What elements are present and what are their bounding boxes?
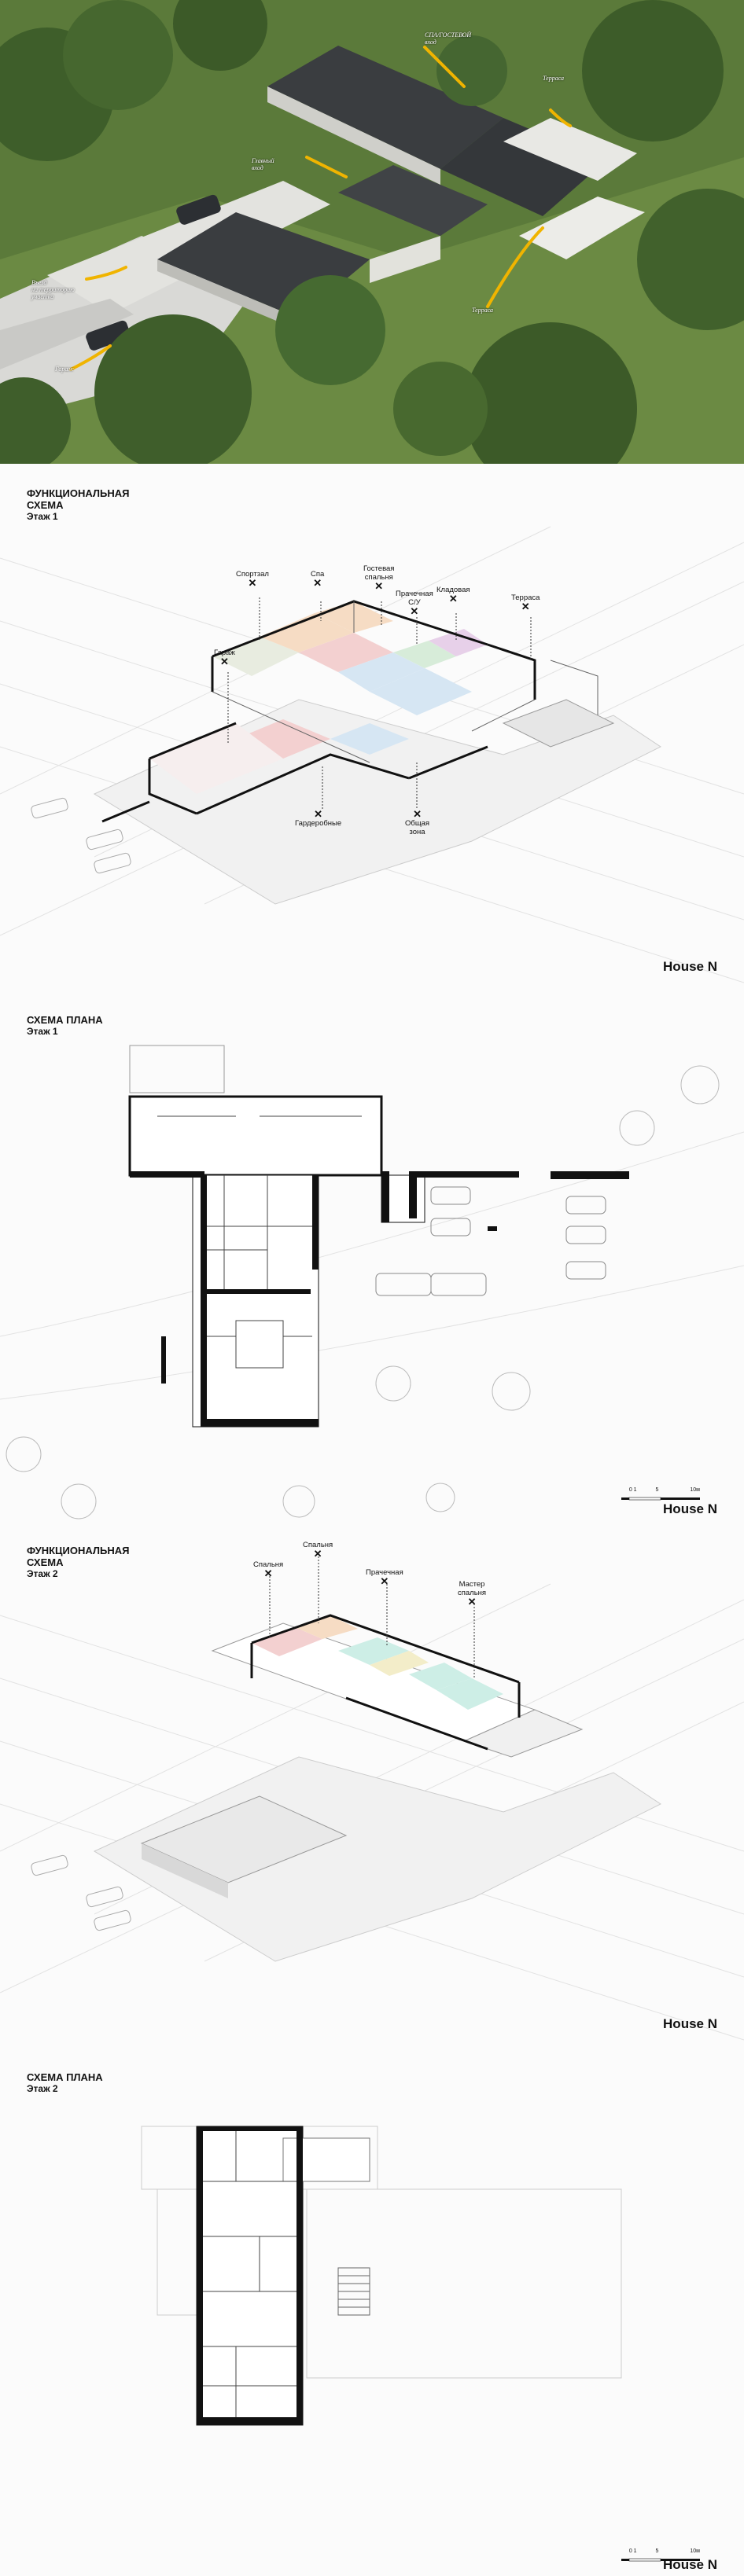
scale-label-5: 5	[655, 2548, 659, 2554]
sheet2-floor: Этаж 1	[27, 1026, 58, 1037]
aerial-label-terrace-bottom: Терраса	[472, 307, 494, 314]
label-laundry-wc: Прачечная С/У✕	[396, 590, 433, 617]
sheet3-title: ФУНКЦИОНАЛЬНАЯ СХЕМА Этаж 2	[27, 1545, 129, 1580]
cross-icon: ✕	[219, 656, 229, 667]
label-terrace: Терраса✕	[511, 593, 540, 612]
sheet4-title: СХЕМА ПЛАНА Этаж 2	[27, 2071, 103, 2095]
cross-icon: ✕	[374, 580, 384, 592]
cross-icon: ✕	[263, 1567, 273, 1579]
label-bedroom-1: Спальня✕	[253, 1560, 284, 1579]
aerial-label-spa-entry: СПА/ГОСТЕВОЙ вход	[425, 31, 472, 46]
cross-icon: ✕	[313, 577, 322, 589]
scale-label-10: 10м	[690, 1487, 700, 1493]
scale-bar-labels: 0 1 5 10м	[629, 1487, 700, 1493]
sheet-functional-floor1: ФУНКЦИОНАЛЬНАЯ СХЕМА Этаж 1 Спортзал✕ Сп…	[0, 464, 744, 990]
sheet4-title-line1: СХЕМА ПЛАНА	[27, 2071, 103, 2083]
label-gym: Спортзал✕	[236, 570, 269, 589]
label-bedroom-2: Спальня✕	[303, 1541, 333, 1560]
cross-icon: ✕	[413, 808, 422, 820]
plan-floor1	[0, 1045, 744, 1520]
label-guest-bedroom: Гостевая спальня✕	[363, 564, 395, 592]
cross-icon: ✕	[521, 601, 530, 612]
scale-label-0: 0 1	[628, 1487, 637, 1493]
cross-icon: ✕	[380, 1575, 389, 1587]
sheet1-title-line1: ФУНКЦИОНАЛЬНАЯ	[27, 487, 130, 499]
cross-icon: ✕	[448, 593, 458, 604]
sheet2-title: СХЕМА ПЛАНА Этаж 1	[27, 1014, 103, 1038]
sheet1-floor: Этаж 1	[27, 511, 58, 522]
aerial-label-parking: Въезд на территорию участка	[31, 279, 75, 300]
label-laundry: Прачечная✕	[366, 1568, 403, 1587]
aerial-label-terrace-top: Терраса	[543, 75, 565, 82]
aerial-scene	[0, 0, 744, 464]
scale-label-10: 10м	[690, 2548, 700, 2554]
aerial-render: СПА/ГОСТЕВОЙ вход Терраса Главный вход В…	[0, 0, 744, 464]
sheet1-title-line2: СХЕМА	[27, 499, 64, 511]
cross-icon: ✕	[410, 605, 419, 617]
sheet2-brand: House N	[663, 1501, 717, 1516]
scale-bar-labels-2: 0 1 5 10м	[629, 2548, 700, 2554]
cross-icon: ✕	[248, 577, 257, 589]
sheet4-brand: House N	[663, 2557, 717, 2572]
label-wardrobes: ✕Гардеробные	[295, 808, 342, 828]
sheet1-title: ФУНКЦИОНАЛЬНАЯ СХЕМА Этаж 1	[27, 487, 129, 523]
cross-icon: ✕	[467, 1596, 477, 1608]
sheet3-title-line1: ФУНКЦИОНАЛЬНАЯ	[27, 1545, 130, 1556]
sheet-plan-floor2: СХЕМА ПЛАНА Этаж 2 0 1 5 10м House N	[0, 2048, 744, 2576]
label-spa: Спа✕	[311, 570, 325, 589]
sheet1-brand: House N	[663, 959, 717, 974]
sheet-functional-floor2: ФУНКЦИОНАЛЬНАЯ СХЕМА Этаж 2 Спальня✕ Спа…	[0, 1521, 744, 2048]
cross-icon: ✕	[313, 1548, 322, 1560]
sheet3-title-line2: СХЕМА	[27, 1556, 64, 1568]
label-common-zone: ✕Общая зона	[405, 808, 430, 836]
sheet-plan-floor1: СХЕМА ПЛАНА Этаж 1 0 1 5 10м House N	[0, 990, 744, 1521]
sheet3-brand: House N	[663, 2016, 717, 2031]
axonometric-floor1	[0, 526, 744, 983]
scale-label-0: 0 1	[628, 2548, 637, 2554]
sheet4-floor: Этаж 2	[27, 2083, 58, 2094]
label-pantry: Кладовая✕	[436, 586, 470, 604]
aerial-label-main-entry: Главный вход	[252, 157, 274, 171]
scale-label-5: 5	[655, 1487, 659, 1493]
sheet2-title-line1: СХЕМА ПЛАНА	[27, 1014, 103, 1026]
plan-floor2	[141, 2126, 700, 2562]
label-master-bedroom: Мастер спальня✕	[458, 1580, 487, 1608]
axonometric-floor2	[0, 1556, 744, 2041]
aerial-label-garage: Гараж	[55, 366, 74, 373]
sheet3-floor: Этаж 2	[27, 1568, 58, 1579]
cross-icon: ✕	[314, 808, 323, 820]
label-garage: Гараж✕	[214, 649, 235, 667]
